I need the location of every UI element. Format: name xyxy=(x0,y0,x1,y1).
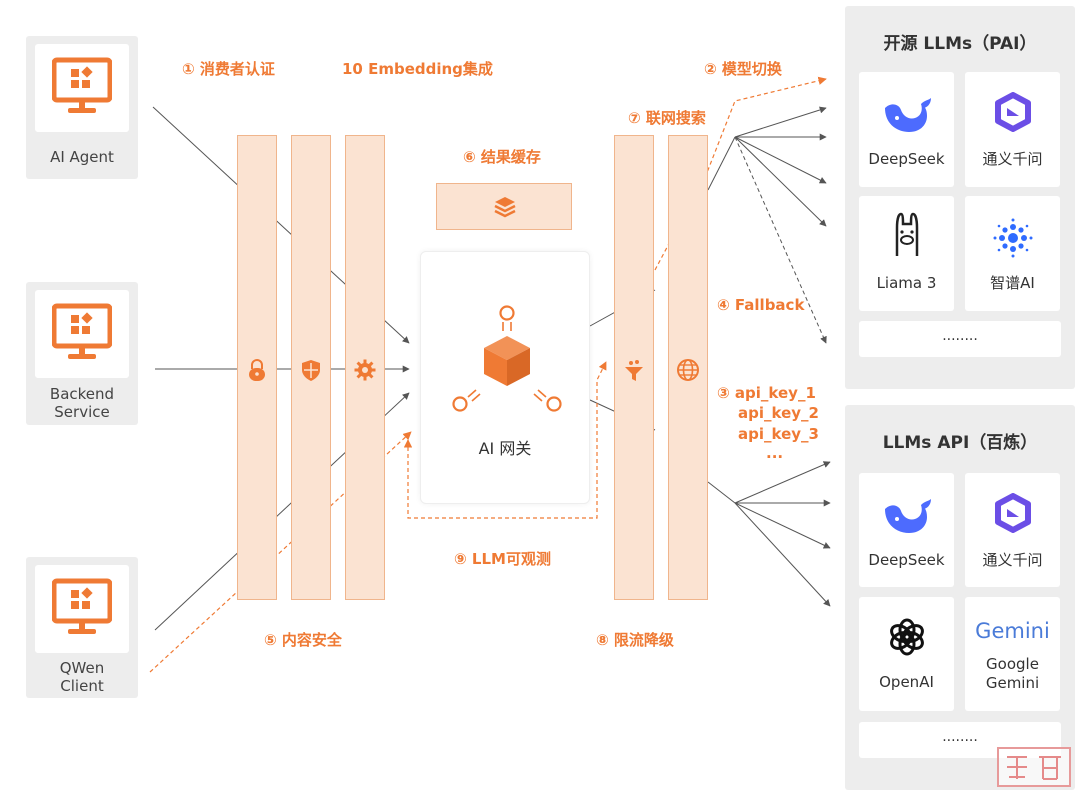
monitor-icon xyxy=(52,303,112,359)
lock-icon xyxy=(249,359,265,381)
client-label: Backend Service xyxy=(49,385,115,421)
feature-web-search: ⑦ 联网搜索 xyxy=(628,109,706,127)
model-card-deepseek[interactable]: DeepSeek xyxy=(859,473,954,587)
model-card-qwen[interactable]: 通义千问 xyxy=(965,473,1060,587)
feature-content-security: ⑤ 内容安全 xyxy=(264,631,342,649)
feature-embedding: 10 Embedding集成 xyxy=(342,60,493,78)
client-label: QWen Client xyxy=(59,659,105,695)
model-name: OpenAI xyxy=(879,673,934,691)
api-key-3: api_key_3 xyxy=(738,425,819,443)
gear-icon xyxy=(354,359,376,381)
panel-llms-api: LLMs API（百炼） DeepSeek 通义千问 OpenAI xyxy=(845,405,1075,790)
feature-model-switch: ② 模型切换 xyxy=(704,60,782,78)
seal-icon xyxy=(1007,756,1061,780)
model-name: Liama 3 xyxy=(876,274,937,292)
web-search-pillar[interactable] xyxy=(668,135,708,600)
gemini-logo-icon: Gemini xyxy=(975,619,1050,643)
model-name: 通义千问 xyxy=(982,150,1043,168)
shield-icon xyxy=(302,360,320,381)
client-backend-service[interactable]: Backend Service xyxy=(26,282,138,425)
client-label: AI Agent xyxy=(50,148,114,166)
model-name: Google Gemini xyxy=(985,655,1040,692)
client-ai-agent[interactable]: AI Agent xyxy=(26,36,138,179)
model-name: DeepSeek xyxy=(868,551,945,569)
feature-result-cache: ⑥ 结果缓存 xyxy=(463,148,541,166)
api-key-more: ... xyxy=(766,444,784,462)
deepseek-whale-icon xyxy=(885,499,931,533)
auth-pillar[interactable] xyxy=(237,135,277,600)
panel-open-llms: 开源 LLMs（PAI） DeepSeek 通义千问 Liama 3 xyxy=(845,6,1075,389)
model-card-qwen[interactable]: 通义千问 xyxy=(965,72,1060,187)
ai-gateway[interactable]: AI 网关 xyxy=(420,251,590,504)
monitor-icon-box xyxy=(35,565,129,653)
more-models[interactable]: ........ xyxy=(859,321,1061,357)
monitor-icon-box xyxy=(35,44,129,132)
llama-icon xyxy=(895,212,919,256)
cache-box[interactable] xyxy=(436,183,572,230)
qwen-icon xyxy=(995,493,1031,533)
cube-network-icon xyxy=(452,305,562,412)
model-name: 通义千问 xyxy=(982,551,1043,569)
monitor-icon xyxy=(52,57,112,113)
feature-api-key: ③ api_key_1 xyxy=(717,384,816,402)
monitor-icon xyxy=(52,578,112,634)
feature-fallback: ④ Fallback xyxy=(717,296,805,314)
gateway-label: AI 网关 xyxy=(478,439,532,458)
model-name: DeepSeek xyxy=(868,150,945,168)
client-qwen[interactable]: QWen Client xyxy=(26,557,138,698)
monitor-icon-box xyxy=(35,290,129,378)
openai-icon xyxy=(890,618,924,656)
model-card-zhipu[interactable]: 智谱AI xyxy=(965,196,1060,311)
deepseek-whale-icon xyxy=(885,98,931,132)
layers-icon xyxy=(494,197,516,218)
panel-title: 开源 LLMs（PAI） xyxy=(883,34,1037,54)
watermark-stamp xyxy=(997,747,1071,787)
funnel-icon xyxy=(625,360,643,381)
qwen-icon xyxy=(995,92,1031,132)
globe-icon xyxy=(677,359,699,381)
feature-consumer-auth: ① 消费者认证 xyxy=(182,60,275,78)
api-key-2: api_key_2 xyxy=(738,404,819,422)
model-card-deepseek[interactable]: DeepSeek xyxy=(859,72,954,187)
feature-llm-observability: ⑨ LLM可观测 xyxy=(454,550,551,568)
model-card-llama[interactable]: Liama 3 xyxy=(859,196,954,311)
model-card-gemini[interactable]: Gemini Google Gemini xyxy=(965,597,1060,711)
model-card-openai[interactable]: OpenAI xyxy=(859,597,954,711)
model-name: 智谱AI xyxy=(990,274,1035,292)
panel-title: LLMs API（百炼） xyxy=(882,433,1038,453)
zhipu-dots-icon xyxy=(993,218,1033,258)
feature-rate-limit: ⑧ 限流降级 xyxy=(596,631,674,649)
